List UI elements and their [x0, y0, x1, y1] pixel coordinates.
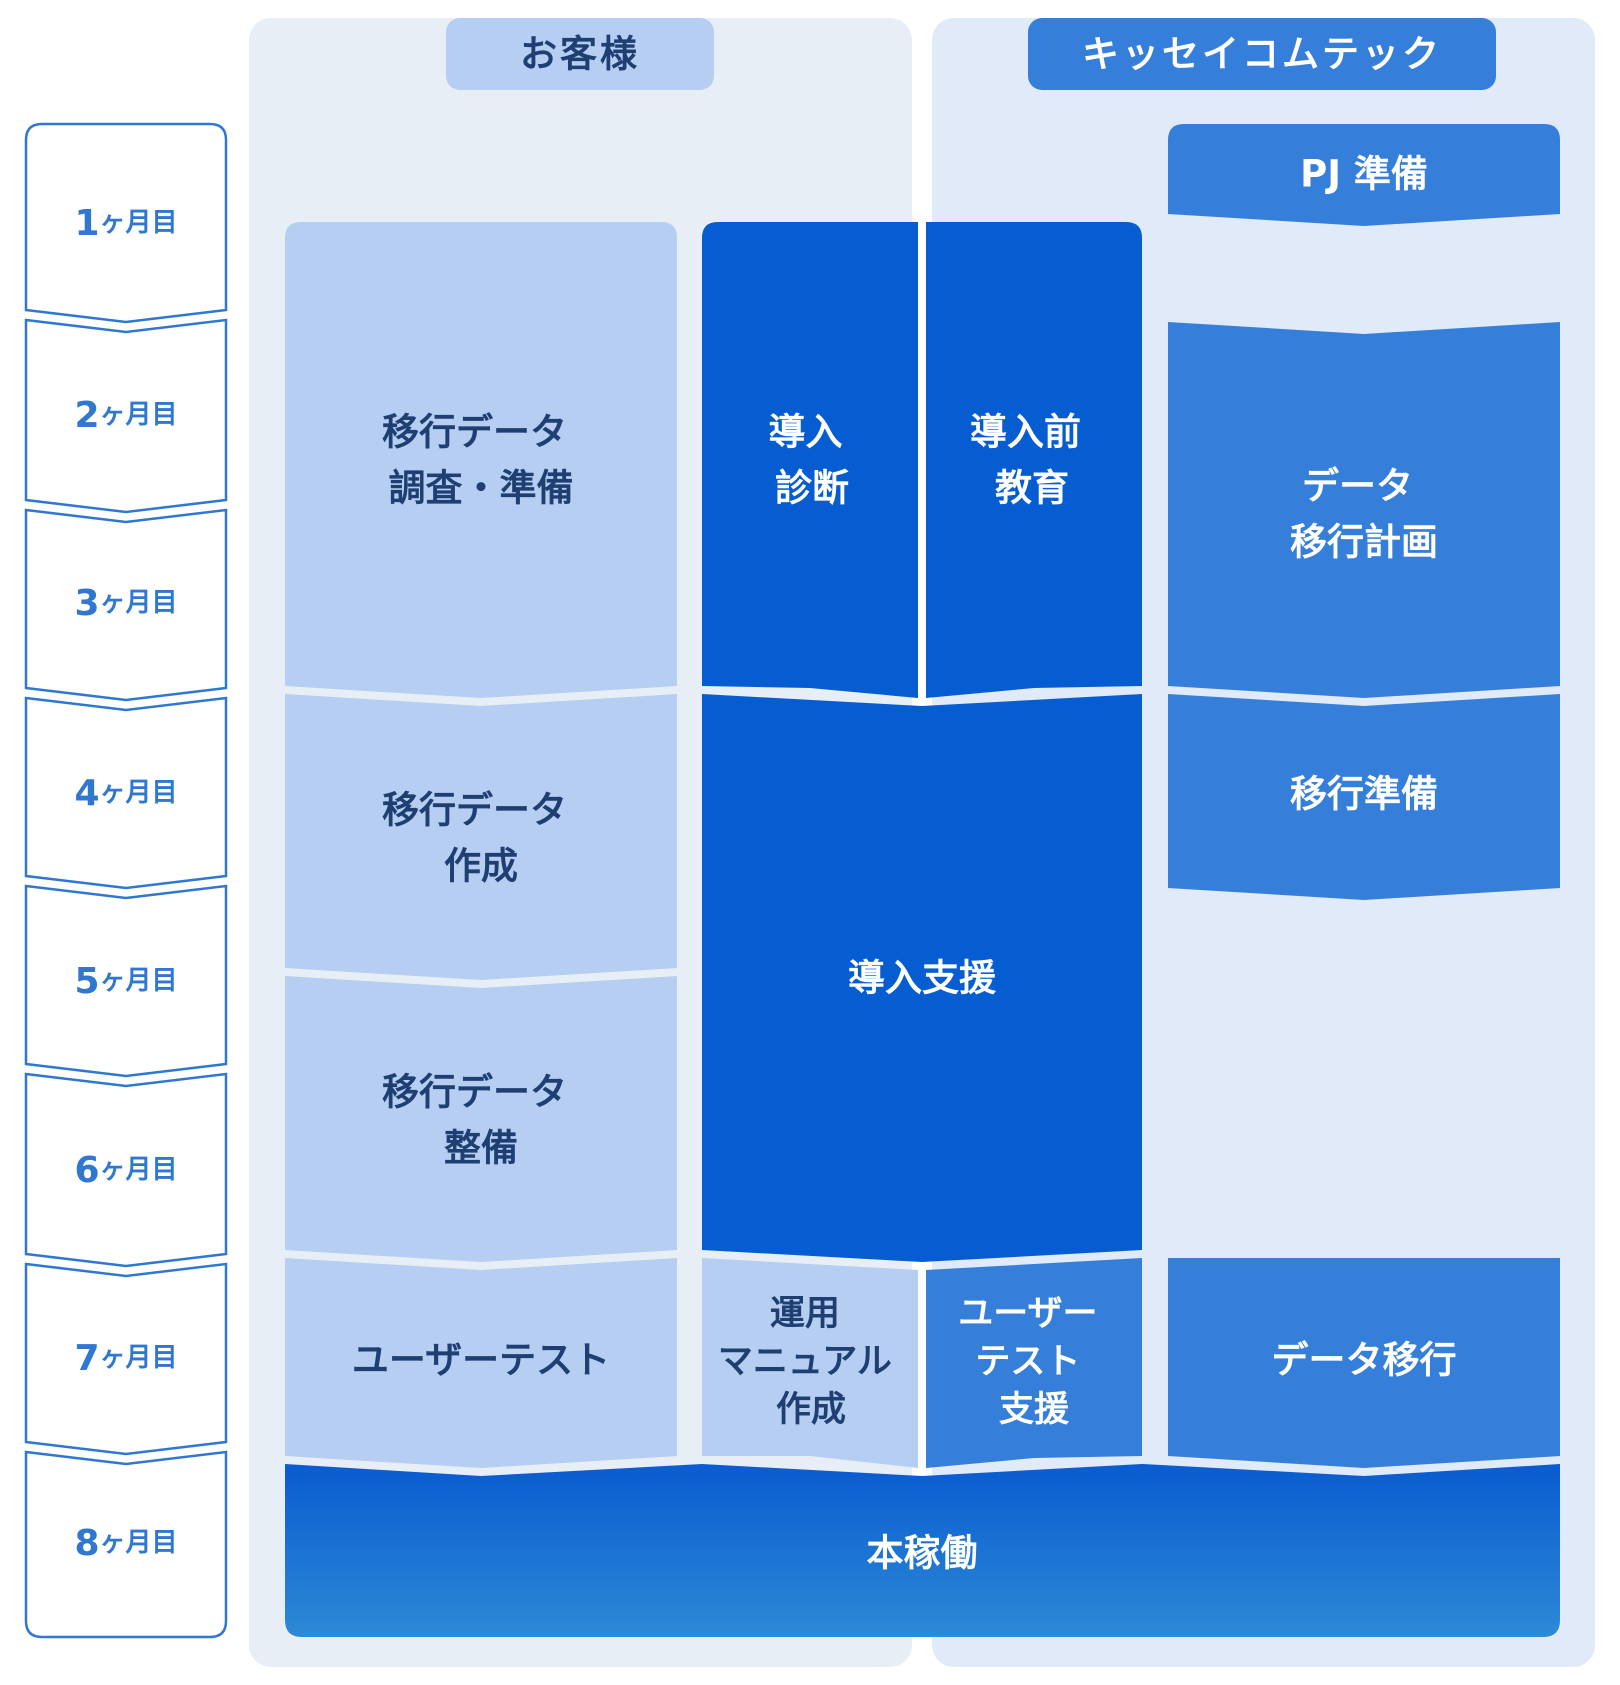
month-label-2: 2ヶ月目	[74, 395, 177, 436]
task-create-label: 移行データ 作成	[382, 776, 580, 888]
task-maintain-label: 移行データ 整備	[382, 1058, 580, 1170]
kissei-header: キッセイコムテック	[1028, 18, 1496, 90]
task-support-label: 導入支援	[848, 957, 997, 1000]
task-pj-prep-label: PJ 準備	[1300, 153, 1428, 196]
month-label-4: 4ヶ月目	[74, 773, 177, 814]
task-create-block	[285, 694, 677, 980]
golive-block	[285, 1464, 1560, 1637]
month-timeline: 1ヶ月目 2ヶ月目 3ヶ月目 4ヶ月目 5ヶ月目 6ヶ月目 7ヶ月目 8ヶ月目	[24, 122, 228, 1639]
kissei-tasks: PJ 準備 データ 移行計画 移行準備 データ移行	[1168, 124, 1560, 1468]
task-pj-prep-block	[1168, 124, 1560, 226]
task-education-label: 導入前 教育	[970, 398, 1094, 510]
task-support-block	[702, 694, 1142, 1262]
month-box-8	[24, 1450, 228, 1639]
task-manual-label: 運用 マニュアル 作成	[718, 1283, 904, 1430]
task-prep-label: 移行準備	[1290, 773, 1438, 816]
month-box-5	[24, 884, 228, 1078]
customer-header-label: お客様	[520, 33, 640, 76]
task-plan-block	[1168, 322, 1560, 698]
month-label-5: 5ヶ月目	[74, 961, 177, 1002]
task-manual-block	[702, 1258, 918, 1468]
task-prep-block	[1168, 694, 1560, 900]
month-box-4	[24, 696, 228, 890]
month-box-6	[24, 1072, 228, 1268]
month-label-1: 1ヶ月目	[74, 203, 177, 244]
task-education-block	[926, 222, 1142, 698]
month-box-7	[24, 1262, 228, 1456]
task-test-support-label: ユーザー テスト 支援	[958, 1283, 1110, 1430]
shared-tasks: 導入 診断 導入前 教育 導入支援 運用 マニュアル 作成 ユーザー テスト 支…	[702, 222, 1142, 1468]
task-diagnosis-block	[702, 222, 918, 698]
month-label-3: 3ヶ月目	[74, 583, 177, 624]
month-box-1	[24, 122, 228, 324]
golive-label: 本稼働	[867, 1532, 978, 1575]
task-investigate-label: 移行データ 調査・準備	[382, 398, 580, 510]
month-label-7: 7ヶ月目	[74, 1338, 177, 1379]
golive: 本稼働	[285, 1464, 1560, 1637]
task-maintain-block	[285, 976, 677, 1262]
month-box-3	[24, 508, 228, 702]
task-investigate-block	[285, 222, 677, 698]
customer-header: お客様	[446, 18, 714, 90]
task-diagnosis-label: 導入 診断	[769, 398, 856, 510]
customer-tasks: 移行データ 調査・準備 移行データ 作成 移行データ 整備 ユーザーテスト	[285, 222, 677, 1468]
kissei-header-label: キッセイコムテック	[1082, 33, 1442, 76]
month-label-6: 6ヶ月目	[74, 1150, 177, 1191]
task-migration-label: データ移行	[1272, 1339, 1457, 1382]
month-label-8: 8ヶ月目	[74, 1523, 177, 1564]
task-migration-block	[1168, 1258, 1560, 1468]
month-box-2	[24, 318, 228, 514]
task-plan-label: データ 移行計画	[1290, 452, 1438, 564]
task-test-support-block	[926, 1258, 1142, 1468]
task-user-test-block	[285, 1258, 677, 1468]
task-user-test-label: ユーザーテスト	[352, 1339, 610, 1382]
